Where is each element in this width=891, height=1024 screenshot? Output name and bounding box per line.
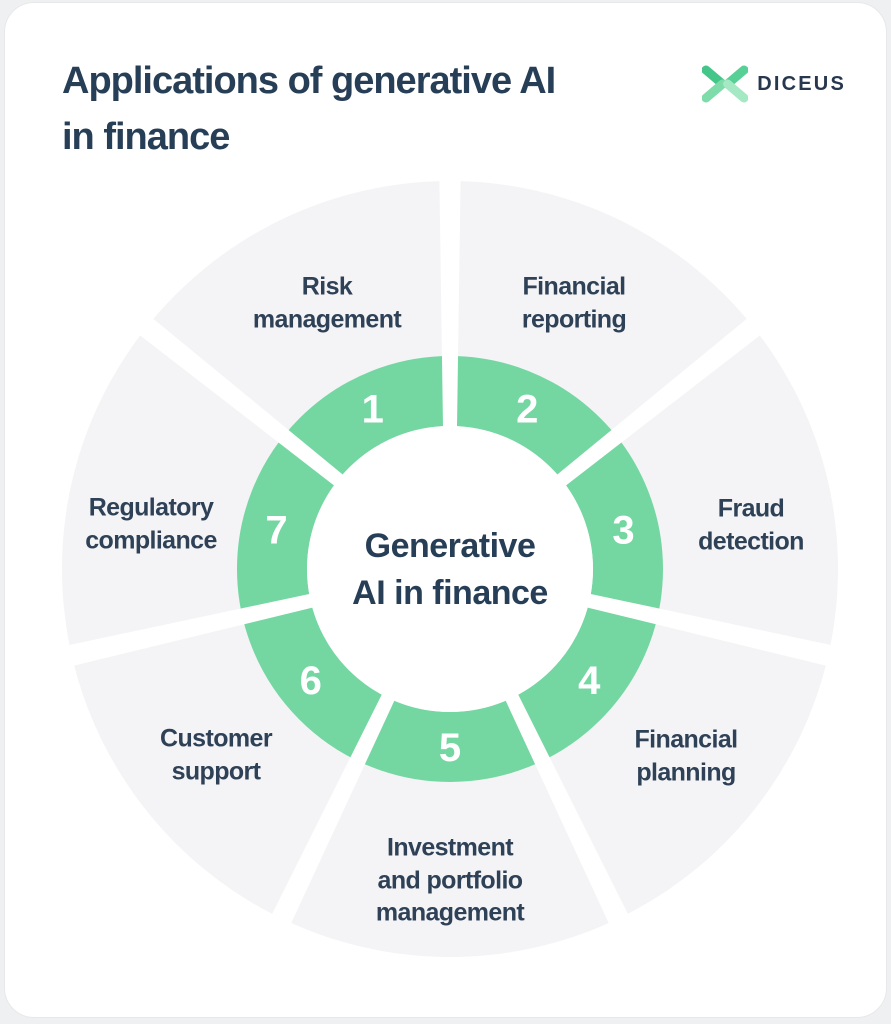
segment-label-1: Risk management	[252, 272, 402, 334]
segment-divider	[42, 586, 347, 673]
segment-number-4: 4	[578, 659, 601, 703]
segment-label-5: Investment and portfolio management	[375, 833, 525, 927]
segment-divider	[530, 301, 783, 507]
donut-center-label: Generative AI in finance	[352, 527, 548, 612]
segment-divider	[439, 153, 461, 461]
segment-label-3: Fraud detection	[698, 494, 804, 556]
segment-number-5: 5	[439, 726, 461, 770]
center-circle	[307, 426, 593, 712]
page-title: Applications of generative AI in finance	[62, 60, 556, 159]
butterfly-logo-icon	[702, 65, 749, 103]
donut-svg: 1 2 3 4 5 6 7	[42, 153, 858, 957]
segment-label-7: Regulatory compliance	[85, 493, 217, 555]
segment-divider	[491, 663, 641, 949]
logo-wing-left-bottom	[702, 79, 728, 103]
infographic-card: Applications of generative AI in finance…	[4, 2, 887, 1018]
segment-number-6: 6	[300, 659, 322, 703]
segment-number-3: 3	[612, 508, 634, 552]
segment-divider	[553, 586, 858, 673]
logo-wing-right-bottom	[723, 79, 749, 103]
segment-label-4: Financial planning	[634, 725, 739, 787]
diceus-logo: DICEUS	[702, 65, 846, 103]
segment-number-7: 7	[265, 508, 287, 552]
donut-diagram: 1 2 3 4 5 6 7 Risk management Financial reporti…	[5, 3, 886, 1017]
logo-text: DICEUS	[757, 72, 846, 95]
segment-label-2: Financial reporting	[521, 272, 627, 334]
segment-label-6: Customer support	[160, 724, 272, 786]
segment-divider	[259, 663, 409, 949]
segment-number-1: 1	[362, 388, 384, 432]
segment-divider	[117, 301, 370, 507]
segment-number-2: 2	[516, 388, 538, 432]
